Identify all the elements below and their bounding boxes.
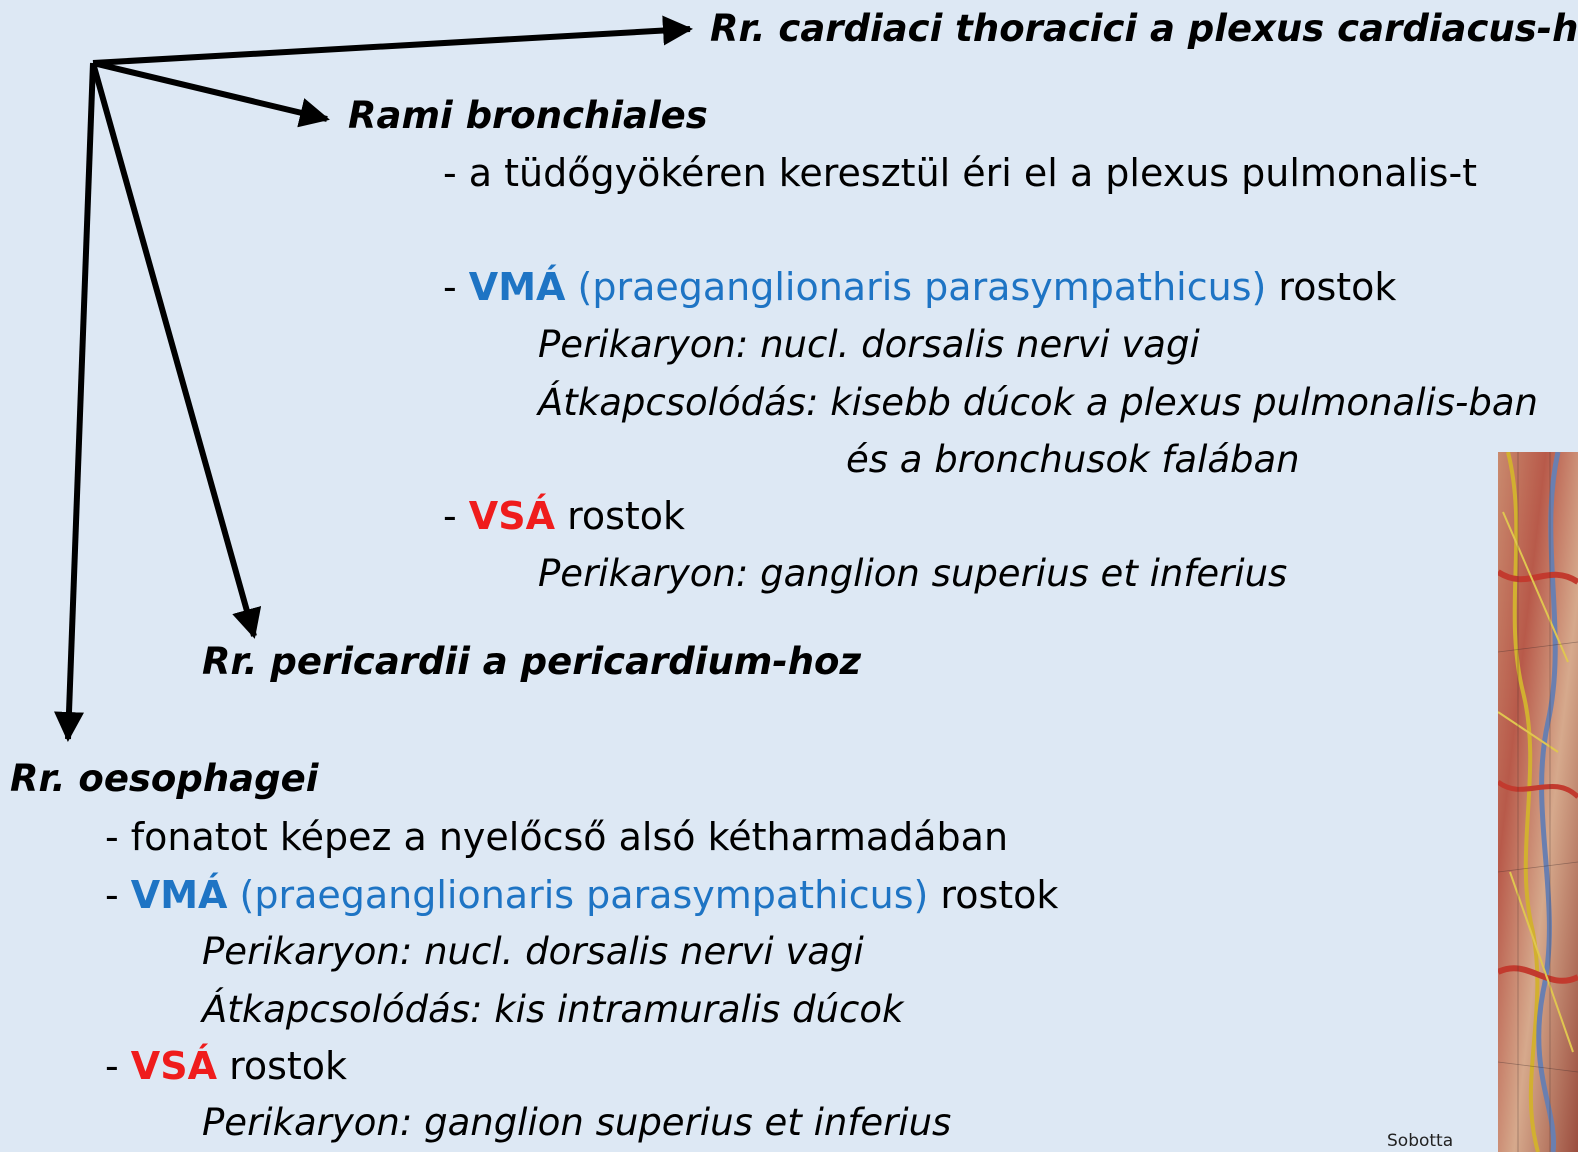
dash: -	[105, 873, 131, 917]
arrow-to-oesophagei	[54, 62, 96, 742]
vma-description: (praeganglionaris parasympathicus)	[227, 873, 929, 917]
dash: -	[105, 1044, 131, 1088]
bronchiales-vsa-line: - VSÁ rostok	[443, 497, 685, 535]
bronchiales-vma-line: - VMÁ (praeganglionaris parasympathicus)…	[443, 268, 1396, 306]
oesophagei-atkapcs: Átkapcsolódás: kis intramuralis dúcok	[202, 988, 904, 1031]
image-credit: Sobotta	[1387, 1131, 1454, 1151]
vma-abbr: VMÁ	[130, 873, 228, 917]
arrow-to-bronchiales	[92, 60, 330, 128]
vma-suffix: rostok	[928, 873, 1059, 917]
vsa-suffix: rostok	[554, 494, 686, 538]
vsa-abbr: VSÁ	[130, 1044, 217, 1088]
pericardii-heading: Rr. pericardii a pericardium-hoz	[202, 640, 862, 683]
vsa-suffix: rostok	[216, 1044, 348, 1088]
vma-description: (praeganglionaris parasympathicus)	[565, 265, 1267, 309]
bronchiales-line-1: - a tüdőgyökéren keresztül éri el a plex…	[443, 151, 1478, 195]
arrow-to-pericardii	[90, 62, 262, 639]
oesophagei-perikaryon-vsa: Perikaryon: ganglion superius et inferiu…	[202, 1101, 952, 1144]
oesophagei-perikaryon-vma: Perikaryon: nucl. dorsalis nervi vagi	[202, 930, 864, 973]
dash: -	[443, 265, 469, 309]
anatomy-illustration	[1498, 452, 1578, 1152]
vma-suffix: rostok	[1266, 265, 1397, 309]
vma-abbr: VMÁ	[468, 265, 566, 309]
oesophagei-vma-line: - VMÁ (praeganglionaris parasympathicus)…	[105, 876, 1058, 914]
vsa-abbr: VSÁ	[468, 494, 555, 538]
bronchiales-atkapcs-1: Átkapcsolódás: kisebb dúcok a plexus pul…	[538, 381, 1538, 424]
bronchiales-heading: Rami bronchiales	[348, 94, 708, 137]
oesophagei-vsa-line: - VSÁ rostok	[105, 1047, 347, 1085]
dash: -	[443, 494, 469, 538]
bronchiales-perikaryon-vma: Perikaryon: nucl. dorsalis nervi vagi	[538, 323, 1200, 366]
arrow-to-cardiaci	[92, 15, 693, 66]
bronchiales-atkapcs-2: és a bronchusok falában	[846, 438, 1300, 481]
bronchiales-perikaryon-vsa: Perikaryon: ganglion superius et inferiu…	[538, 552, 1288, 595]
oesophagei-line-1: - fonatot képez a nyelőcső alsó kétharma…	[105, 815, 1009, 859]
oesophagei-heading: Rr. oesophagei	[10, 757, 319, 800]
cardiaci-heading: Rr. cardiaci thoracici a plexus cardiacu…	[710, 7, 1578, 50]
